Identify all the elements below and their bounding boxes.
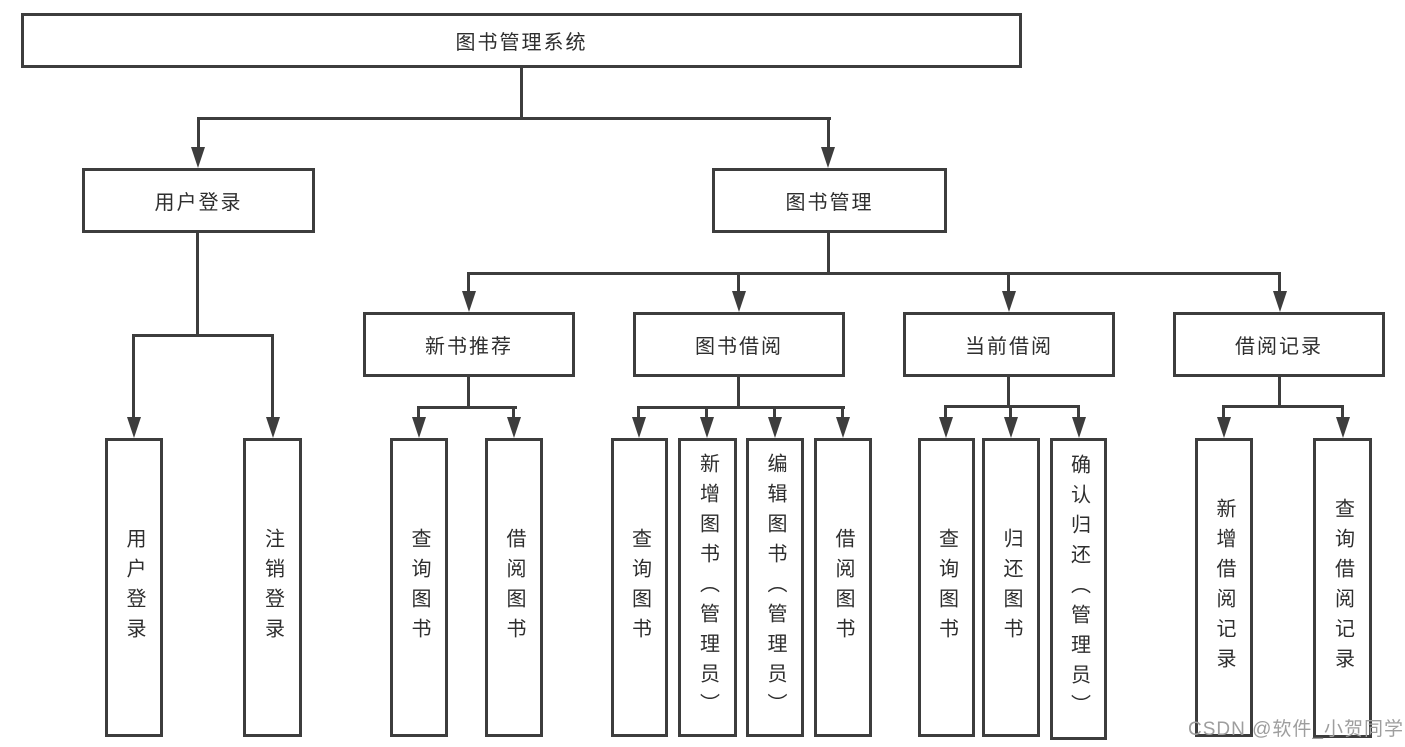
node-leaf-nb-borrow-book-label: 借阅图书: [503, 527, 525, 648]
node-leaf-bb-query-book: 查询图书: [611, 438, 668, 737]
node-leaf-br-add-record: 新增借阅记录: [1195, 438, 1253, 737]
node-leaf-bb-add-book-admin-label: 新增图书（管理员）: [696, 452, 719, 723]
arrow-down-icon: [700, 417, 714, 438]
node-leaf-br-query-record-label: 查询借阅记录: [1331, 498, 1354, 678]
connector-line: [132, 334, 274, 337]
arrow-down-icon: [507, 417, 521, 438]
connector-line: [944, 405, 947, 419]
arrow-down-icon: [939, 417, 953, 438]
node-leaf-nb-query-book: 查询图书: [390, 438, 448, 737]
arrow-down-icon: [821, 147, 835, 168]
connector-line: [737, 272, 740, 294]
connector-line: [467, 272, 470, 294]
connector-line: [1007, 377, 1010, 408]
connector-line: [637, 406, 845, 409]
node-book-management: 图书管理: [712, 168, 947, 233]
node-leaf-logout: 注销登录: [243, 438, 302, 737]
connector-line: [1007, 272, 1010, 294]
node-user-login: 用户登录: [82, 168, 315, 233]
connector-line: [197, 117, 831, 120]
node-leaf-bb-add-book-admin: 新增图书（管理员）: [678, 438, 737, 737]
node-borrowing-records-label: 借阅记录: [1235, 336, 1323, 358]
arrow-down-icon: [1273, 291, 1287, 312]
connector-line: [1077, 405, 1080, 419]
arrow-down-icon: [412, 417, 426, 438]
node-leaf-nb-query-book-label: 查询图书: [408, 527, 430, 648]
connector-line: [1009, 405, 1012, 419]
connector-line: [196, 233, 199, 337]
node-new-book-recommend-label: 新书推荐: [425, 336, 513, 358]
node-book-borrowing-label: 图书借阅: [695, 336, 783, 358]
arrow-down-icon: [266, 417, 280, 438]
connector-line: [512, 406, 515, 419]
node-user-login-label: 用户登录: [154, 192, 243, 214]
node-leaf-br-add-record-label: 新增借阅记录: [1213, 497, 1235, 678]
arrow-down-icon: [1002, 291, 1016, 312]
node-leaf-cb-query-book: 查询图书: [918, 438, 975, 737]
node-new-book-recommend: 新书推荐: [363, 312, 575, 377]
node-book-management-label: 图书管理: [785, 192, 874, 214]
arrow-down-icon: [1072, 417, 1086, 438]
connector-line: [944, 405, 1080, 408]
connector-line: [1278, 377, 1281, 408]
arrow-down-icon: [768, 417, 782, 438]
node-leaf-cb-confirm-return-admin-label: 确认归还（管理员）: [1067, 454, 1090, 724]
connector-line: [637, 406, 640, 419]
arrow-down-icon: [191, 147, 205, 168]
connector-line: [467, 377, 470, 409]
connector-line: [827, 233, 830, 275]
node-leaf-user-login-label: 用户登录: [123, 527, 145, 648]
node-leaf-bb-edit-book-admin-label: 编辑图书（管理员）: [764, 452, 786, 723]
arrow-down-icon: [632, 417, 646, 438]
node-leaf-cb-return-book-label: 归还图书: [1000, 527, 1022, 648]
node-leaf-bb-query-book-label: 查询图书: [628, 527, 651, 648]
arrow-down-icon: [1336, 417, 1350, 438]
node-leaf-bb-borrow-book: 借阅图书: [814, 438, 872, 737]
connector-line: [1341, 405, 1344, 419]
node-leaf-nb-borrow-book: 借阅图书: [485, 438, 543, 737]
connector-line: [737, 377, 740, 409]
node-current-borrowing-label: 当前借阅: [965, 336, 1053, 358]
connector-line: [132, 334, 135, 419]
node-current-borrowing: 当前借阅: [903, 312, 1115, 377]
arrow-down-icon: [836, 417, 850, 438]
node-leaf-bb-edit-book-admin: 编辑图书（管理员）: [746, 438, 804, 737]
connector-line: [1222, 405, 1225, 419]
connector-line: [467, 272, 1281, 275]
node-leaf-logout-label: 注销登录: [261, 527, 284, 648]
csdn-watermark: CSDN @软件_小贺同学: [1188, 719, 1404, 740]
node-leaf-user-login: 用户登录: [105, 438, 163, 737]
node-book-borrowing: 图书借阅: [633, 312, 845, 377]
connector-line: [520, 68, 523, 118]
arrow-down-icon: [1217, 417, 1231, 438]
arrow-down-icon: [127, 417, 141, 438]
arrow-down-icon: [1004, 417, 1018, 438]
node-leaf-cb-query-book-label: 查询图书: [935, 527, 958, 648]
node-leaf-cb-confirm-return-admin: 确认归还（管理员）: [1050, 438, 1107, 740]
node-root: 图书管理系统: [21, 13, 1022, 68]
connector-line: [1222, 405, 1344, 408]
node-leaf-br-query-record: 查询借阅记录: [1313, 438, 1372, 738]
node-borrowing-records: 借阅记录: [1173, 312, 1385, 377]
node-root-label: 图书管理系统: [455, 32, 588, 54]
connector-line: [1278, 272, 1281, 294]
connector-line: [773, 406, 776, 419]
connector-line: [271, 334, 274, 419]
connector-line: [197, 117, 200, 150]
connector-line: [827, 117, 830, 150]
node-leaf-bb-borrow-book-label: 借阅图书: [832, 527, 854, 648]
connector-line: [705, 406, 708, 419]
connector-line: [841, 406, 844, 419]
connector-line: [417, 406, 420, 419]
node-leaf-cb-return-book: 归还图书: [982, 438, 1040, 737]
arrow-down-icon: [462, 291, 476, 312]
connector-line: [417, 406, 517, 409]
arrow-down-icon: [732, 291, 746, 312]
